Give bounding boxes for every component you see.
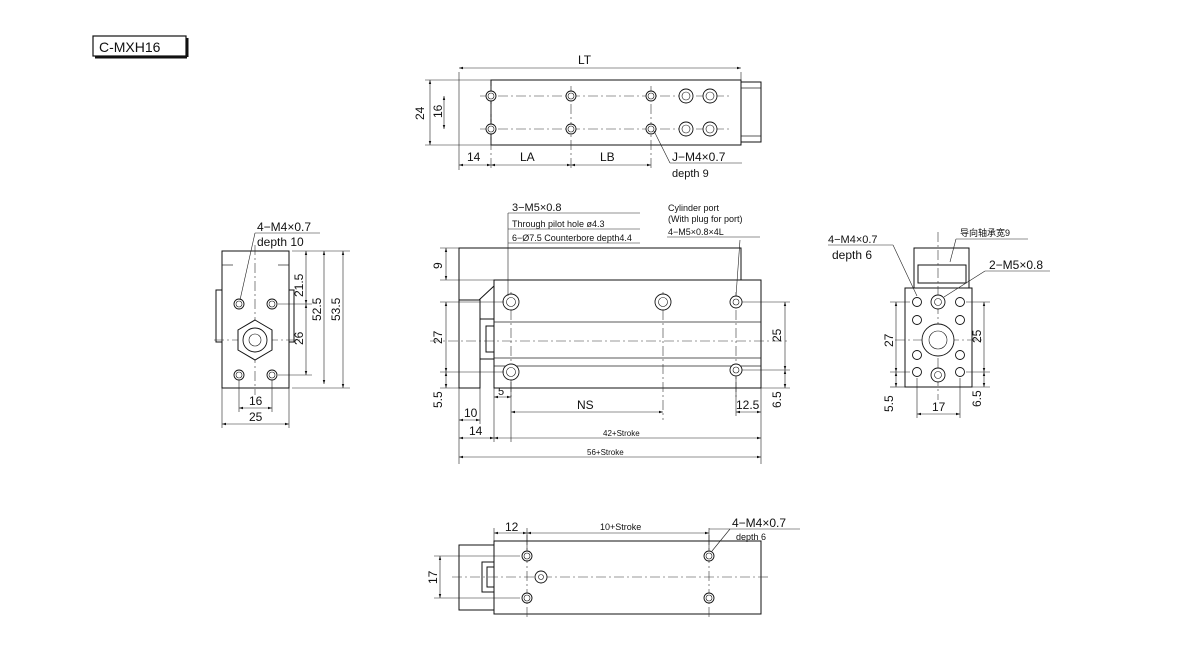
- dim-9: 9: [431, 262, 445, 269]
- dim-6-5-end: 6.5: [970, 390, 984, 407]
- mounting-hole: [703, 592, 715, 604]
- end-depth-callout: depth 6: [832, 248, 872, 262]
- top-thread-callout: J−M4×0.7: [672, 150, 726, 164]
- dim-42-stroke: 42+Stroke: [603, 429, 640, 438]
- dim-25-front: 25: [770, 328, 784, 342]
- dim-27-end: 27: [882, 333, 896, 347]
- dim-25-end: 25: [970, 329, 984, 343]
- model-code: C-MXH16: [99, 39, 161, 55]
- mounting-hole: [521, 550, 533, 562]
- dim-ns: NS: [577, 398, 594, 412]
- dim-52-5: 52.5: [310, 297, 324, 321]
- mounting-hole: [266, 298, 278, 310]
- end-thread-callout: 4−M4×0.7: [828, 234, 878, 246]
- port-hole: [729, 295, 743, 309]
- counterbore-hole: [654, 293, 672, 311]
- dim-17-bottom: 17: [426, 570, 440, 584]
- dim-16: 16: [431, 104, 445, 118]
- pilot-hole: [534, 570, 548, 584]
- counterbore-hole: [702, 121, 718, 137]
- front-port-thread: 4−M5×0.8×4L: [668, 227, 724, 237]
- mounting-hole: [266, 369, 278, 381]
- front-note-thread: 3−M5×0.8: [512, 202, 562, 214]
- dim-5-5: 5.5: [431, 391, 445, 408]
- bottom-view: 12 10+Stroke 4−M4×0.7 depth 6 17: [426, 516, 800, 620]
- dim-6-5: 6.5: [770, 391, 784, 408]
- front-port-label: Cylinder port: [668, 203, 720, 213]
- dim-17-end: 17: [932, 400, 946, 414]
- hex-piston-rod: [237, 319, 273, 361]
- bottom-depth-callout: depth 6: [736, 532, 766, 542]
- dim-27: 27: [431, 330, 445, 344]
- counterbore-hole: [502, 363, 520, 381]
- dim-53-5: 53.5: [329, 297, 343, 321]
- end-thread2-callout: 2−M5×0.8: [989, 258, 1043, 272]
- end-view: 4−M4×0.7 depth 6 导向轴承宽9 2−M5×0.8 27 5.5 …: [828, 227, 1050, 418]
- end-bearing-callout: 导向轴承宽9: [960, 227, 1010, 238]
- mounting-hole: [645, 90, 657, 102]
- front-note-pilot: Through pilot hole ø4.3: [512, 219, 605, 229]
- counterbore-hole: [702, 88, 718, 104]
- cylinder-bore: [921, 323, 955, 357]
- dim-10: 10: [464, 406, 478, 420]
- counterbore-hole: [678, 88, 694, 104]
- mounting-hole: [703, 550, 715, 562]
- dim-26: 26: [292, 331, 306, 345]
- dim-la: LA: [520, 150, 535, 164]
- mounting-hole: [233, 298, 245, 310]
- front-port-plug: (With plug for port): [668, 214, 743, 224]
- front-note-counterbore: 6−Ø7.5 Counterbore depth4.4: [512, 233, 632, 243]
- dim-5: 5: [498, 386, 504, 398]
- mounting-hole: [485, 123, 497, 135]
- side-thread-callout: 4−M4×0.7: [257, 220, 311, 234]
- mounting-hole: [485, 90, 497, 102]
- dim-21-5: 21.5: [292, 273, 306, 297]
- dim-lb: LB: [600, 150, 615, 164]
- mounting-hole: [912, 350, 922, 360]
- dim-5-5-end: 5.5: [882, 395, 896, 412]
- dim-56-stroke: 56+Stroke: [587, 448, 624, 457]
- counterbore-hole: [502, 293, 520, 311]
- port-hole: [930, 367, 946, 383]
- bottom-thread-callout: 4−M4×0.7: [732, 516, 786, 530]
- side-view: 4−M4×0.7 depth 10 21.5 26 52.5 53.5 16 2…: [214, 220, 350, 428]
- side-depth-callout: depth 10: [257, 235, 304, 249]
- mounting-hole: [565, 90, 577, 102]
- front-view: 3−M5×0.8 Through pilot hole ø4.3 6−Ø7.5 …: [430, 202, 790, 464]
- top-depth-callout: depth 9: [672, 168, 709, 180]
- mounting-hole: [912, 367, 922, 377]
- dim-25-side: 25: [249, 410, 263, 424]
- mounting-hole: [912, 315, 922, 325]
- counterbore-hole: [678, 121, 694, 137]
- mounting-hole: [565, 123, 577, 135]
- mounting-hole: [521, 592, 533, 604]
- dim-14: 14: [467, 150, 481, 164]
- dim-24: 24: [413, 106, 427, 120]
- dim-16-side: 16: [249, 394, 263, 408]
- dim-12-5: 12.5: [736, 398, 760, 412]
- top-view: LT 24 16 14 LA LB J−M4×0.7 depth 9: [413, 53, 762, 180]
- mounting-hole: [955, 297, 965, 307]
- dim-12: 12: [505, 520, 519, 534]
- mounting-hole: [955, 367, 965, 377]
- port-hole: [930, 294, 946, 310]
- dim-lt: LT: [578, 53, 592, 67]
- mounting-hole: [912, 297, 922, 307]
- mounting-hole: [645, 123, 657, 135]
- mounting-hole: [955, 350, 965, 360]
- mounting-hole: [955, 315, 965, 325]
- model-label: C-MXH16: [92, 35, 189, 59]
- mounting-hole: [233, 369, 245, 381]
- port-hole: [729, 363, 743, 377]
- dim-10-stroke: 10+Stroke: [600, 522, 641, 532]
- dim-14-front: 14: [469, 424, 483, 438]
